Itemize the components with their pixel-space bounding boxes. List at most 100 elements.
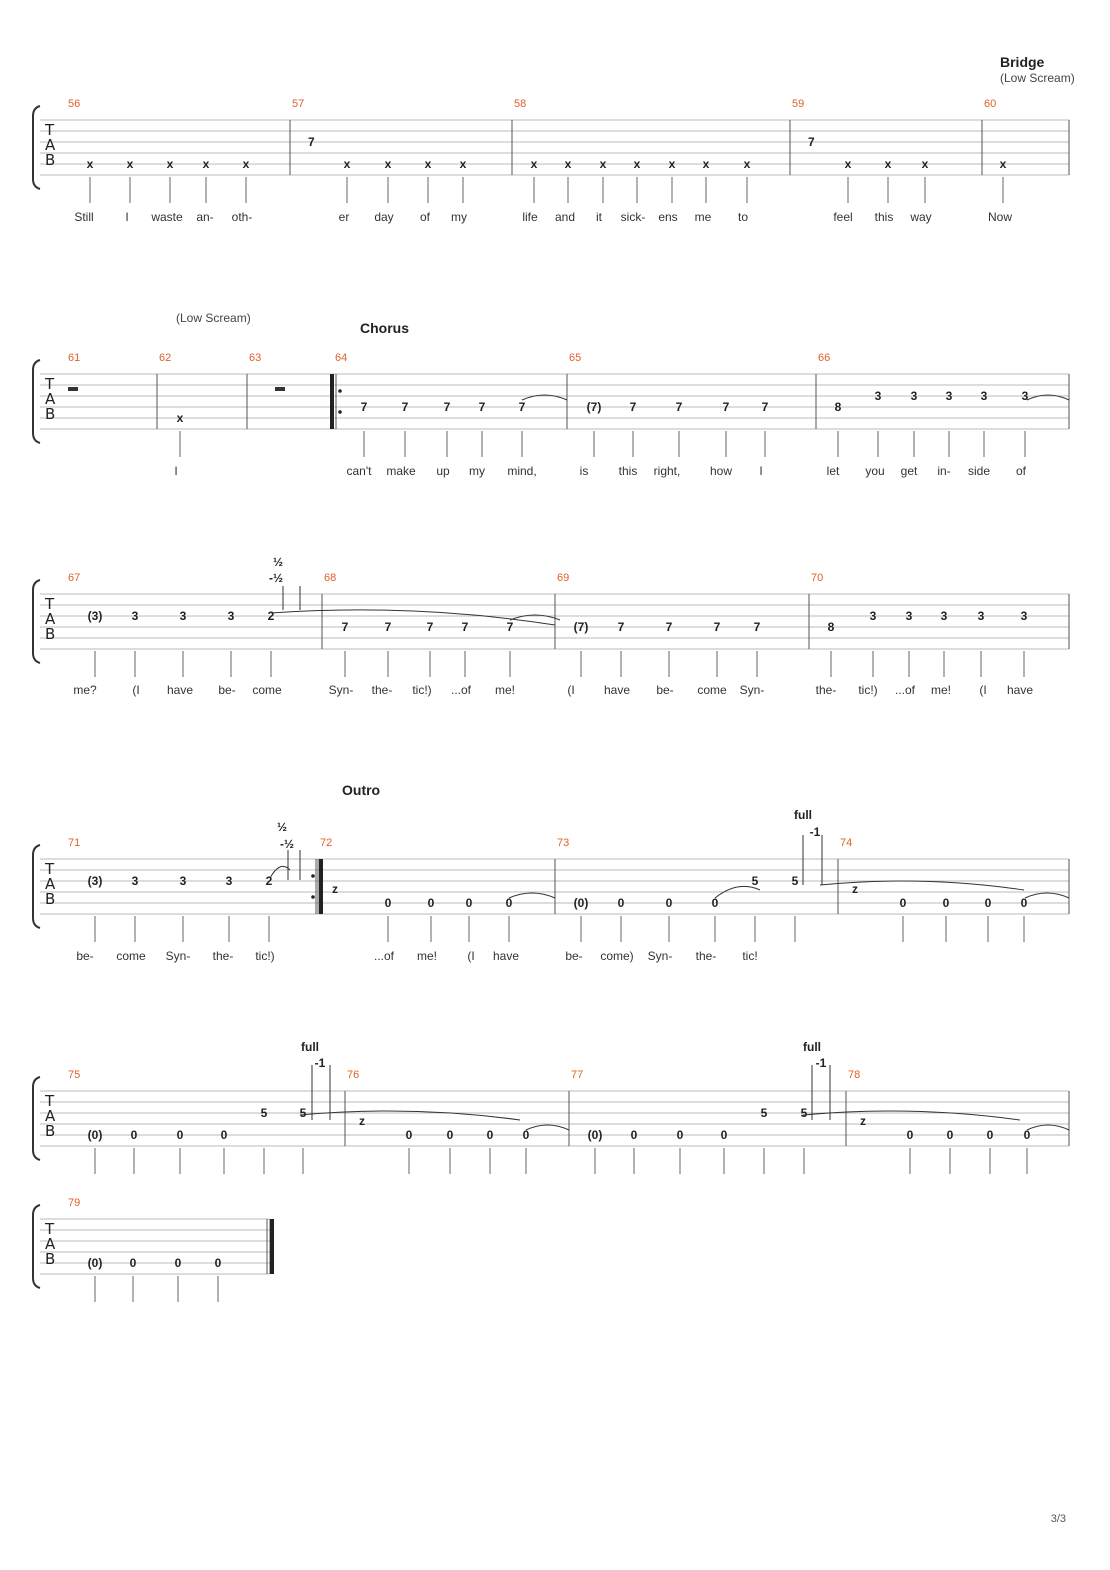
fret-number: 0 — [677, 1128, 684, 1142]
lyric-syllable: Syn- — [329, 683, 354, 697]
fret-number: 0 — [943, 896, 950, 910]
fret-number: (7) — [574, 620, 589, 634]
quarter-rest: z — [852, 882, 858, 896]
fret-number: 0 — [130, 1256, 137, 1270]
tab-clef-letter: B — [45, 890, 55, 908]
repeat-dot — [338, 389, 342, 393]
bend-label: full — [301, 1040, 319, 1054]
tab-clef-letter: A — [45, 1107, 56, 1125]
lyric-syllable: me! — [931, 683, 951, 697]
lyric-syllable: (I — [979, 683, 986, 697]
fret-number: 0 — [947, 1128, 954, 1142]
measure-number: 79 — [68, 1197, 80, 1209]
lyric-syllable: come — [697, 683, 727, 697]
lyric-syllable: of — [1016, 464, 1027, 478]
lyric-syllable: I — [174, 464, 177, 478]
fret-number: 3 — [226, 874, 233, 888]
repeat-dot — [338, 410, 342, 414]
fret-number: 7 — [507, 620, 514, 634]
lyric-syllable: come — [116, 949, 146, 963]
lyric-syllable: let — [827, 464, 840, 478]
fret-number: 3 — [981, 389, 988, 403]
tab-clef-letter: T — [44, 375, 55, 393]
measure-number: 68 — [324, 572, 336, 584]
tab-clef-letter: A — [45, 610, 56, 628]
tab-clef-letter: T — [44, 1220, 55, 1238]
lyric-syllable: have — [1007, 683, 1033, 697]
measure-number: 73 — [557, 837, 569, 849]
lyric-syllable: Still — [74, 210, 93, 224]
fret-number: 7 — [402, 400, 409, 414]
dead-note: x — [243, 157, 250, 171]
lyric-syllable: life — [522, 210, 538, 224]
whole-rest — [68, 387, 78, 391]
bend-label: full — [803, 1040, 821, 1054]
lyric-syllable: I — [125, 210, 128, 224]
fret-number: 7 — [342, 620, 349, 634]
lyric-syllable: get — [901, 464, 918, 478]
tab-clef-letter: B — [45, 405, 55, 423]
lyric-syllable: tic!) — [858, 683, 877, 697]
measure-number: 67 — [68, 572, 80, 584]
staff-brace — [32, 579, 41, 664]
tie-arc — [509, 614, 561, 621]
lyric-syllable: feel — [833, 210, 852, 224]
bend-label: -½ — [280, 837, 294, 851]
fret-number: 0 — [215, 1256, 222, 1270]
lyric-syllable: in- — [937, 464, 950, 478]
fret-number: 3 — [1022, 389, 1029, 403]
tie-arc — [1026, 394, 1070, 401]
lyric-syllable: Syn- — [740, 683, 765, 697]
fret-number: 0 — [631, 1128, 638, 1142]
measure-number: 63 — [249, 352, 261, 364]
tie-arc — [299, 1110, 521, 1121]
tie-arc — [1026, 1124, 1070, 1131]
fret-number: 8 — [835, 400, 842, 414]
fret-number: 3 — [132, 874, 139, 888]
final-barline-thick — [270, 1219, 274, 1274]
bend-label: -1 — [315, 1056, 326, 1070]
fret-number: 3 — [1021, 609, 1028, 623]
fret-number: 7 — [519, 400, 526, 414]
lyric-syllable: up — [436, 464, 450, 478]
lyric-syllable: come) — [600, 949, 633, 963]
tie-arc — [525, 1124, 570, 1131]
quarter-rest: z — [332, 882, 338, 896]
lyric-syllable: waste — [150, 210, 183, 224]
tab-clef-letter: A — [45, 390, 56, 408]
measure-number: 66 — [818, 352, 830, 364]
measure-number: 71 — [68, 837, 80, 849]
fret-number: 0 — [447, 1128, 454, 1142]
tie-arc — [508, 892, 556, 899]
fret-number: 0 — [523, 1128, 530, 1142]
fret-number: 7 — [385, 620, 392, 634]
fret-number: 8 — [828, 620, 835, 634]
tie-arc — [819, 880, 1025, 891]
fret-number: 3 — [875, 389, 882, 403]
lyric-syllable: tic!) — [255, 949, 274, 963]
lyric-syllable: my — [469, 464, 485, 478]
tie-arc — [269, 865, 291, 879]
lyric-syllable: day — [374, 210, 393, 224]
section-title: Bridge — [1000, 54, 1045, 70]
fret-number: 7 — [444, 400, 451, 414]
fret-number: 7 — [361, 400, 368, 414]
lyric-syllable: an- — [196, 210, 213, 224]
fret-number: 2 — [266, 874, 273, 888]
fret-number: 0 — [666, 896, 673, 910]
fret-number: 0 — [466, 896, 473, 910]
tab-clef-letter: B — [45, 1250, 55, 1268]
lyric-syllable: tic!) — [412, 683, 431, 697]
bend-label: ½ — [273, 555, 283, 569]
eighth-rest: 7 — [808, 135, 815, 149]
fret-number: 0 — [131, 1128, 138, 1142]
measure-number: 62 — [159, 352, 171, 364]
lyric-syllable: Now — [988, 210, 1012, 224]
dead-note: x — [385, 157, 392, 171]
tab-clef-letter: B — [45, 1122, 55, 1140]
fret-number: 7 — [754, 620, 761, 634]
